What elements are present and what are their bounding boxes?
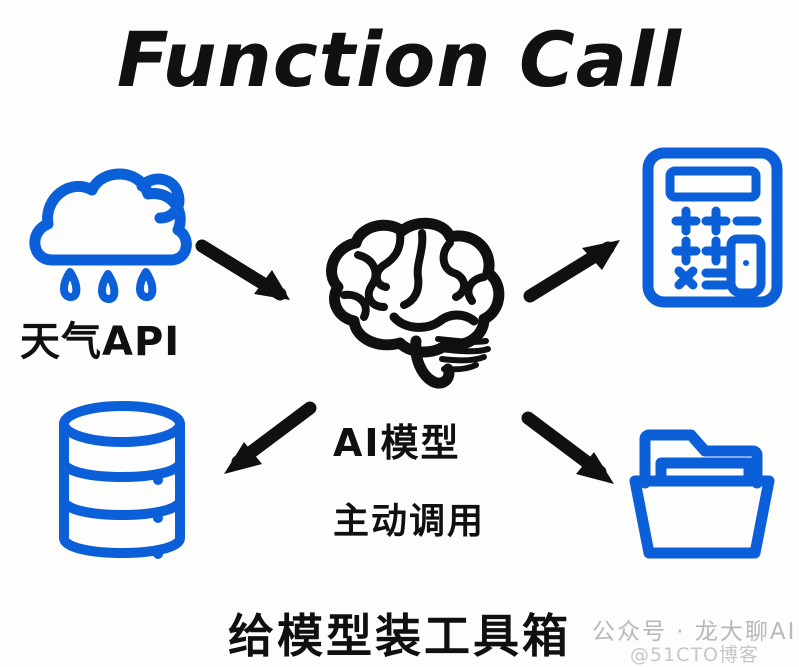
active-invoke-label: 主动调用 — [333, 501, 486, 542]
watermark-platform: @51CTO博客 — [630, 644, 760, 666]
raindrop-icon — [60, 268, 81, 301]
arrow-brain-to-folder — [520, 408, 640, 498]
folder-icon — [625, 415, 785, 565]
bottom-caption: 给模型装工具箱 — [228, 609, 571, 663]
rain-cloud-icon — [18, 150, 218, 310]
page-title: Function Call — [116, 15, 683, 104]
raindrop-icon — [98, 270, 119, 303]
arrow-brain-to-database — [202, 398, 322, 488]
database-indicator-dot — [153, 513, 163, 523]
arrow-cloud-to-brain — [195, 238, 316, 318]
database-icon — [52, 398, 207, 573]
database-indicator-dot — [153, 475, 163, 485]
ai-model-label: AI模型 — [333, 421, 461, 465]
weather-api-label: 天气API — [20, 319, 181, 365]
calculator-icon — [640, 145, 785, 310]
raindrop-icon — [136, 268, 157, 301]
calculator-display — [665, 166, 761, 202]
watermark-account: 公众号 · 龙大聊AI — [592, 619, 797, 645]
arrow-brain-to-calculator — [522, 222, 642, 307]
database-indicator-dot — [153, 549, 163, 559]
brain-icon — [298, 215, 528, 395]
